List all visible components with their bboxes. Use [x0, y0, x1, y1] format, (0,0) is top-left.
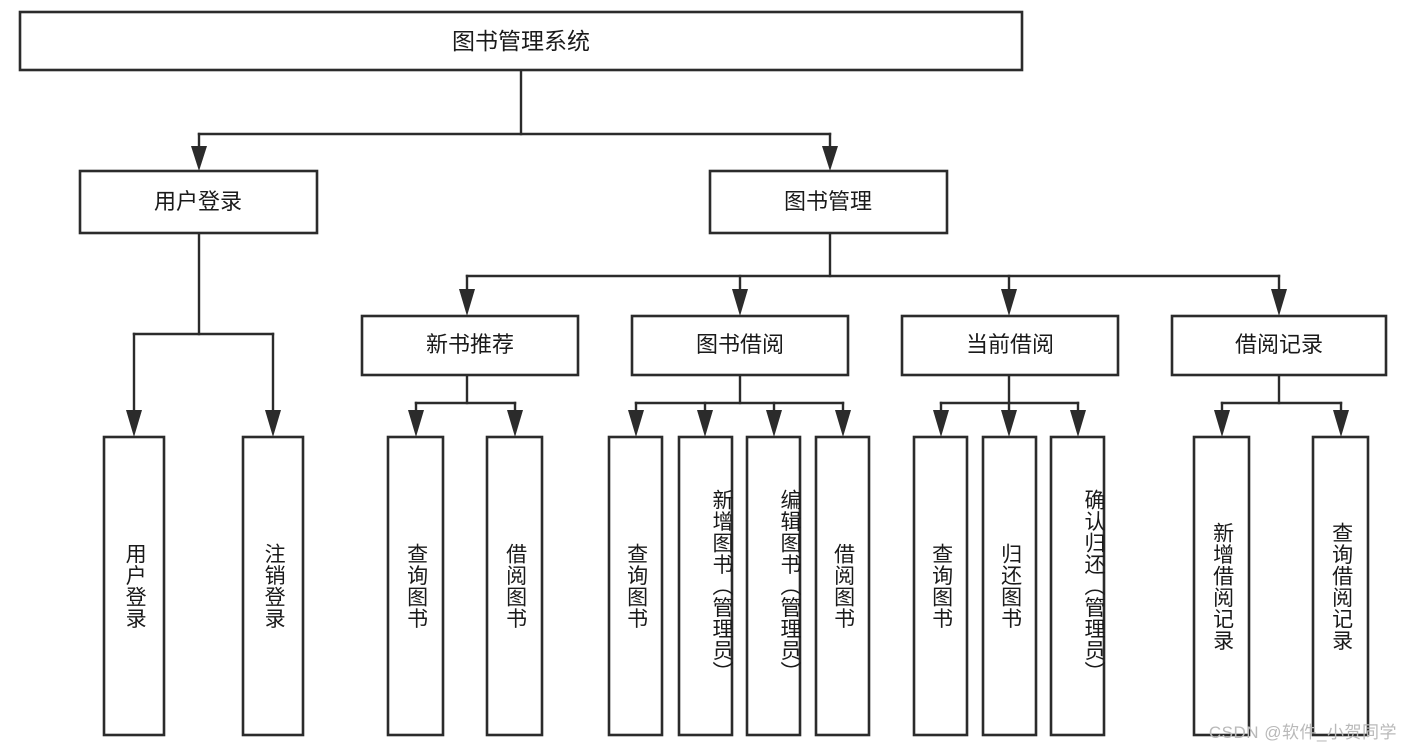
- node-book-borrow-label: 图书借阅: [696, 332, 784, 357]
- arrow-head-leaf-query-book-borrow: [628, 410, 644, 437]
- node-current-borrow-box[interactable]: [900, 314, 1120, 377]
- node-borrow-records-box[interactable]: [1170, 314, 1388, 377]
- arrow-head-leaf-query-book-recommend: [408, 410, 424, 437]
- connector-group: [126, 68, 1349, 437]
- node-book-borrow-box[interactable]: [630, 314, 850, 377]
- node-book-management-box[interactable]: [708, 169, 949, 235]
- node-root-box[interactable]: [18, 10, 1024, 72]
- leaf-edit-book-admin-box[interactable]: [745, 435, 802, 737]
- arrow-head-current-borrow: [1001, 289, 1017, 316]
- arrow-head-leaf-return-book: [1001, 410, 1017, 437]
- arrow-head-leaf-logout-login: [265, 410, 281, 437]
- csdn-watermark: CSDN @软件_小贺同学: [1208, 723, 1397, 742]
- leaf-return-book-box[interactable]: [981, 435, 1038, 737]
- node-book-borrow[interactable]: 图书借阅: [630, 314, 850, 377]
- node-new-book-recommend[interactable]: 新书推荐: [360, 314, 580, 377]
- arrow-head-leaf-borrow-book: [835, 410, 851, 437]
- node-current-borrow[interactable]: 当前借阅: [900, 314, 1120, 377]
- leaf-query-book-recommend-box[interactable]: [386, 435, 445, 737]
- node-borrow-records[interactable]: 借阅记录: [1170, 314, 1388, 377]
- arrow-head-leaf-add-book-admin: [697, 410, 713, 437]
- leaf-user-login-box[interactable]: [102, 435, 166, 737]
- node-user-login-box[interactable]: [78, 169, 319, 235]
- arrow-head-book-management: [822, 146, 838, 171]
- node-user-login-label: 用户登录: [154, 189, 242, 214]
- leaf-add-book-admin-box[interactable]: [677, 435, 734, 737]
- leaf-borrow-book-box[interactable]: [814, 435, 871, 737]
- node-new-book-recommend-label: 新书推荐: [426, 332, 514, 357]
- node-root[interactable]: 图书管理系统: [18, 10, 1024, 72]
- arrow-head-leaf-borrow-book-recommend: [507, 410, 523, 437]
- node-book-management[interactable]: 图书管理: [708, 169, 949, 235]
- arrow-head-leaf-query-borrow-record: [1333, 410, 1349, 437]
- arrow-head-book-borrow: [732, 289, 748, 316]
- arrow-head-leaf-query-book-current: [933, 410, 949, 437]
- node-new-book-recommend-box[interactable]: [360, 314, 580, 377]
- node-current-borrow-label: 当前借阅: [966, 332, 1054, 357]
- node-root-label: 图书管理系统: [452, 28, 590, 54]
- leaf-node-group: [102, 435, 1370, 737]
- arrow-head-leaf-confirm-return-admin: [1070, 410, 1086, 437]
- arrow-head-new-book-recommend: [459, 289, 475, 316]
- arrow-head-user-login: [191, 146, 207, 171]
- leaf-query-book-current-box[interactable]: [912, 435, 969, 737]
- node-user-login[interactable]: 用户登录: [78, 169, 319, 235]
- node-book-management-label: 图书管理: [784, 189, 872, 214]
- arrow-head-leaf-add-borrow-record: [1214, 410, 1230, 437]
- leaf-borrow-book-recommend-box[interactable]: [485, 435, 544, 737]
- node-borrow-records-label: 借阅记录: [1235, 332, 1323, 357]
- arrow-head-leaf-edit-book-admin: [766, 410, 782, 437]
- leaf-add-borrow-record-box[interactable]: [1192, 435, 1251, 737]
- leaf-query-borrow-record-box[interactable]: [1311, 435, 1370, 737]
- leaf-logout-login-box[interactable]: [241, 435, 305, 737]
- leaf-query-book-borrow-box[interactable]: [607, 435, 664, 737]
- leaf-confirm-return-admin-box[interactable]: [1049, 435, 1106, 737]
- arrow-head-leaf-user-login: [126, 410, 142, 437]
- arrow-head-borrow-records: [1271, 289, 1287, 316]
